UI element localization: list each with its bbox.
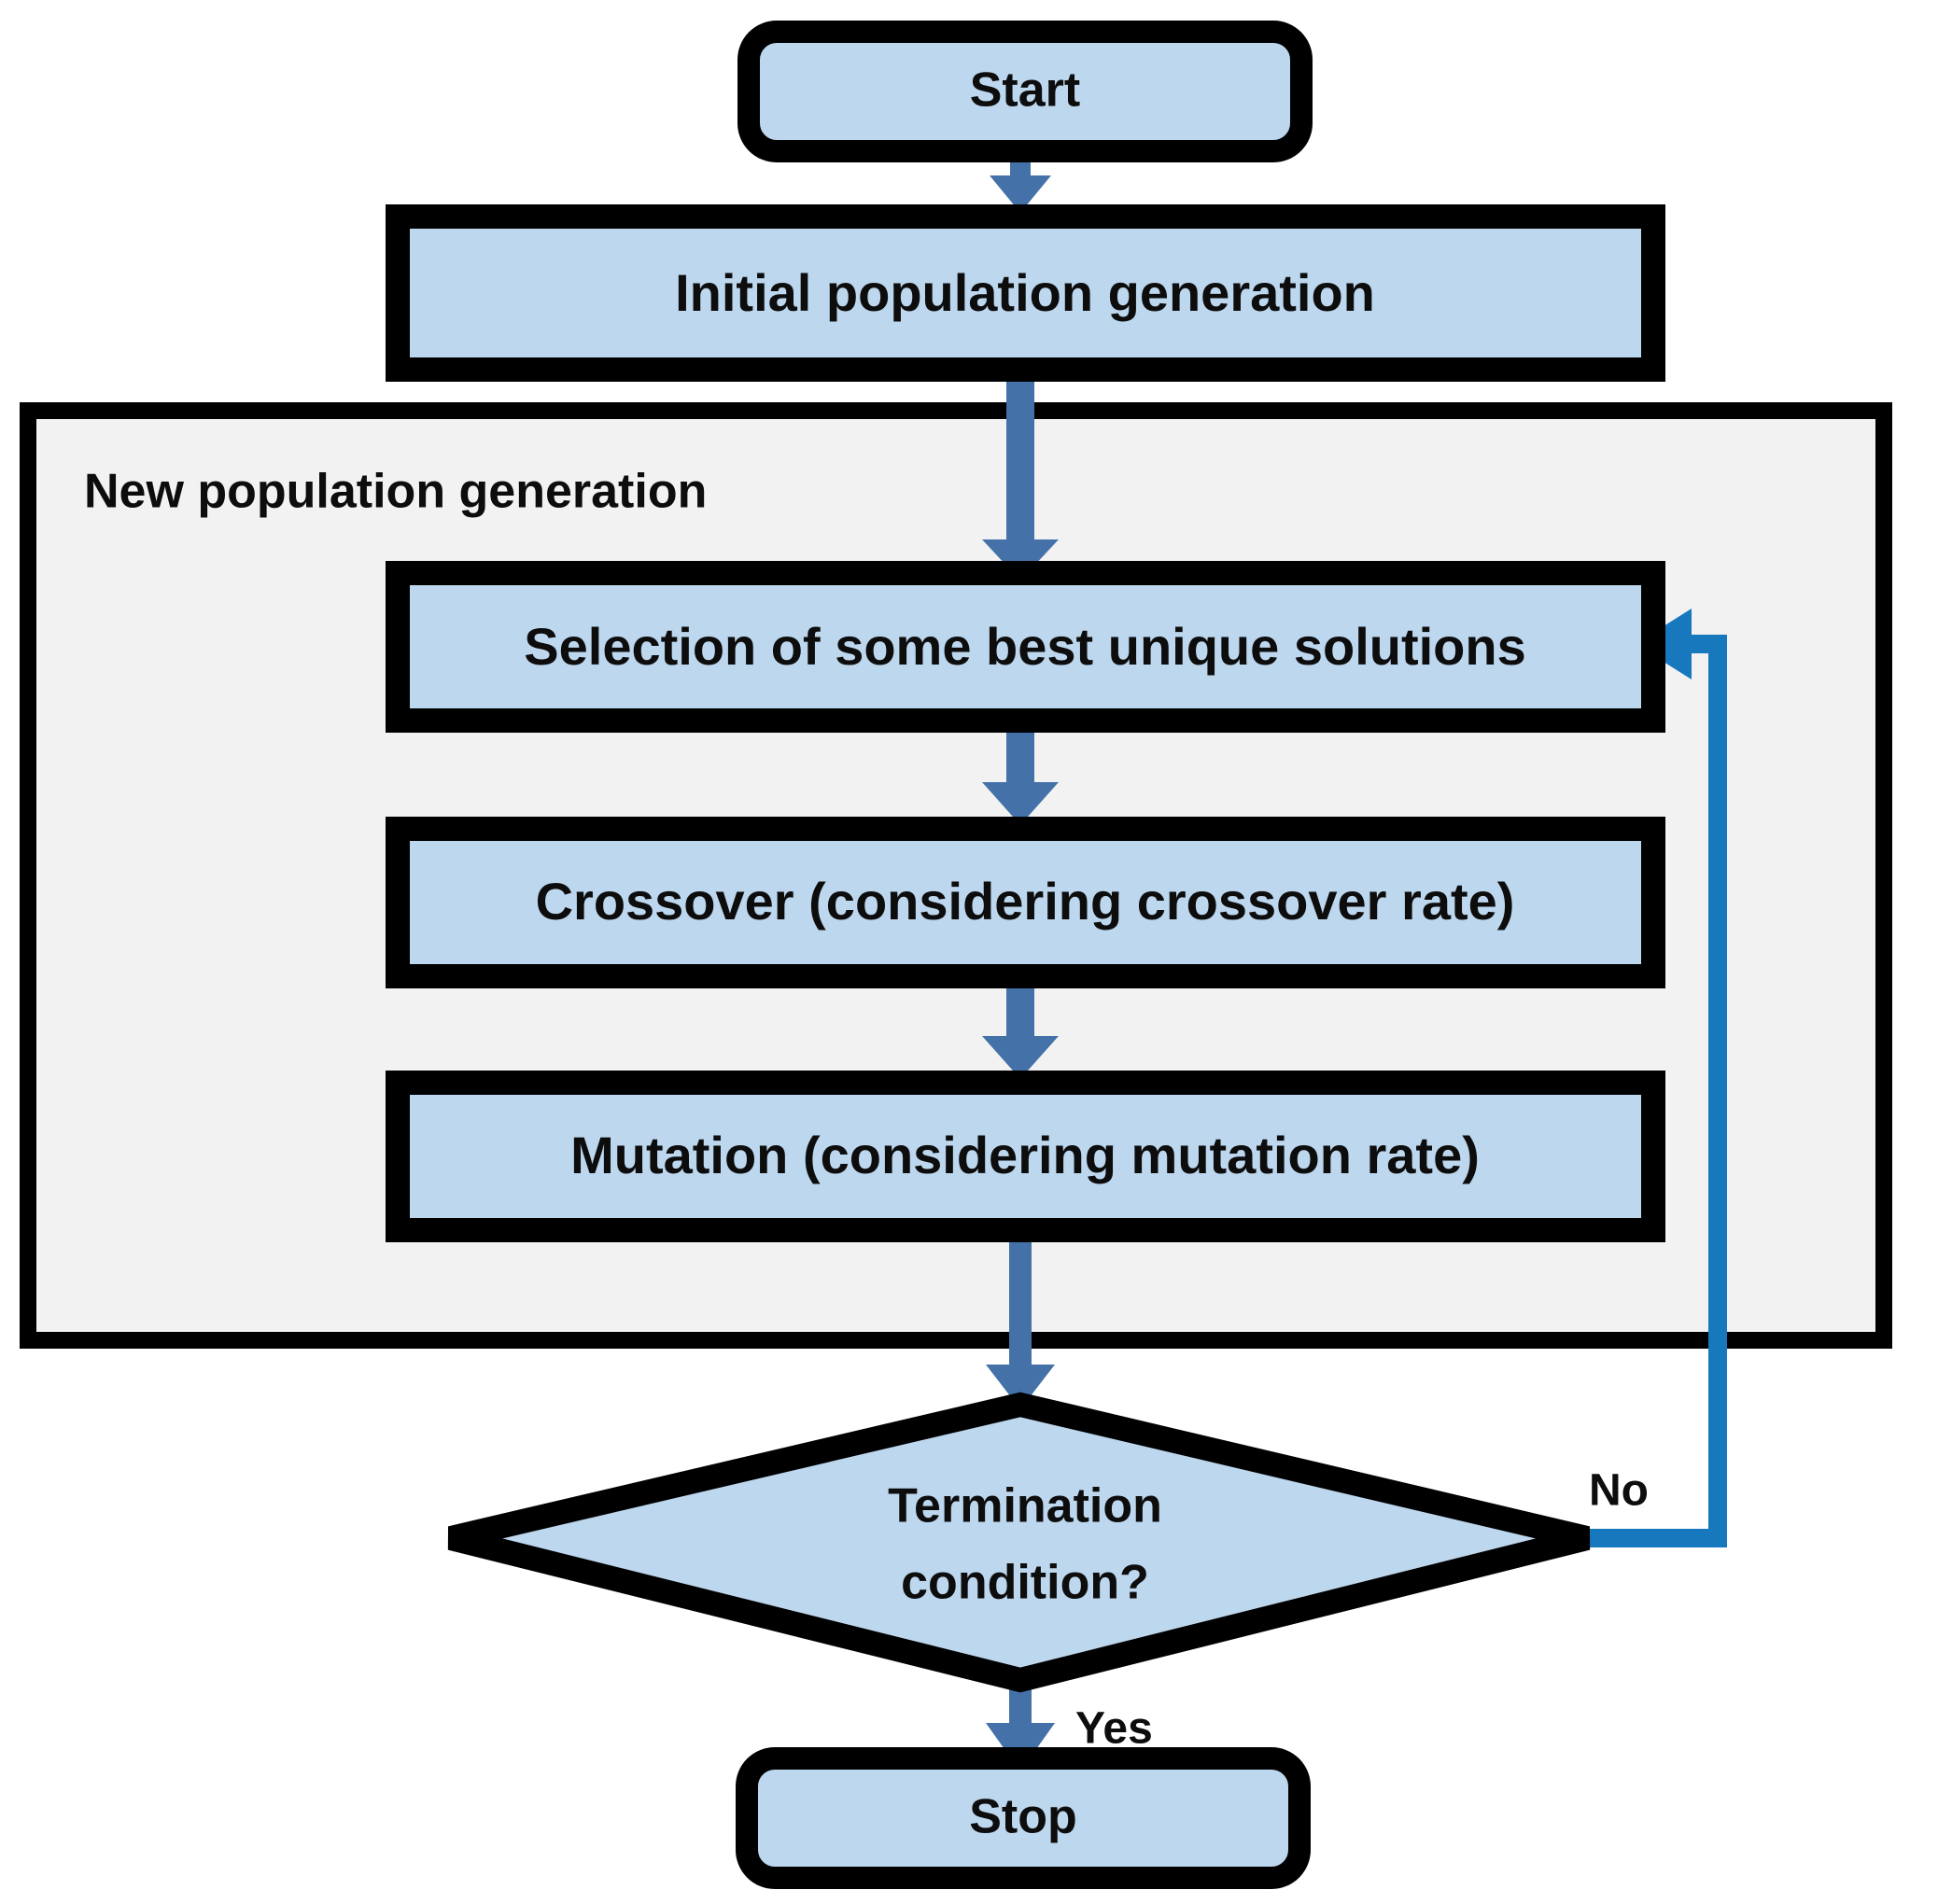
node-termination-shape[interactable] <box>447 1392 1591 1693</box>
node-mutation[interactable]: Mutation (considering mutation rate) <box>386 1071 1665 1242</box>
node-start-label: Start <box>970 63 1080 118</box>
connector-shaft <box>1006 368 1034 545</box>
node-termination-condition[interactable]: Termination condition? <box>447 1392 1591 1693</box>
edge-label-no: No <box>1589 1466 1649 1516</box>
connector-initial-to-selection <box>982 368 1059 581</box>
node-start[interactable]: Start <box>737 21 1313 162</box>
node-initial-population-label: Initial population generation <box>675 263 1375 322</box>
node-start-shape[interactable] <box>737 21 1313 162</box>
node-stop-label: Stop <box>969 1790 1077 1844</box>
arrow-head-icon <box>982 539 1059 581</box>
connector-shaft <box>1009 1228 1032 1378</box>
node-selection-shape[interactable] <box>386 561 1665 733</box>
arrow-head-icon <box>982 782 1059 825</box>
connector-mutation-to-termination <box>986 1228 1055 1409</box>
arrow-head-icon <box>982 1036 1059 1079</box>
arrow-head-icon <box>986 1365 1055 1409</box>
node-mutation-shape[interactable] <box>386 1071 1665 1242</box>
group-label: New population generation <box>84 465 707 519</box>
node-selection[interactable]: Selection of some best unique solutions <box>386 561 1665 733</box>
node-crossover-label: Crossover (considering crossover rate) <box>536 872 1515 931</box>
edge-label-yes: Yes <box>1075 1704 1153 1754</box>
loop-path <box>1587 635 1727 1547</box>
node-selection-label: Selection of some best unique solutions <box>524 617 1525 676</box>
node-crossover-shape[interactable] <box>386 817 1665 988</box>
node-initial-population[interactable]: Initial population generation <box>386 204 1665 382</box>
node-initial-population-shape[interactable] <box>386 204 1665 382</box>
node-stop[interactable]: Stop <box>736 1747 1311 1889</box>
node-termination-label-line2: condition? <box>901 1556 1149 1610</box>
arrow-head-icon <box>990 175 1051 213</box>
node-crossover[interactable]: Crossover (considering crossover rate) <box>386 817 1665 988</box>
node-mutation-label: Mutation (considering mutation rate) <box>570 1126 1480 1184</box>
node-termination-label-line1: Termination <box>888 1479 1162 1533</box>
node-stop-shape[interactable] <box>736 1747 1311 1889</box>
